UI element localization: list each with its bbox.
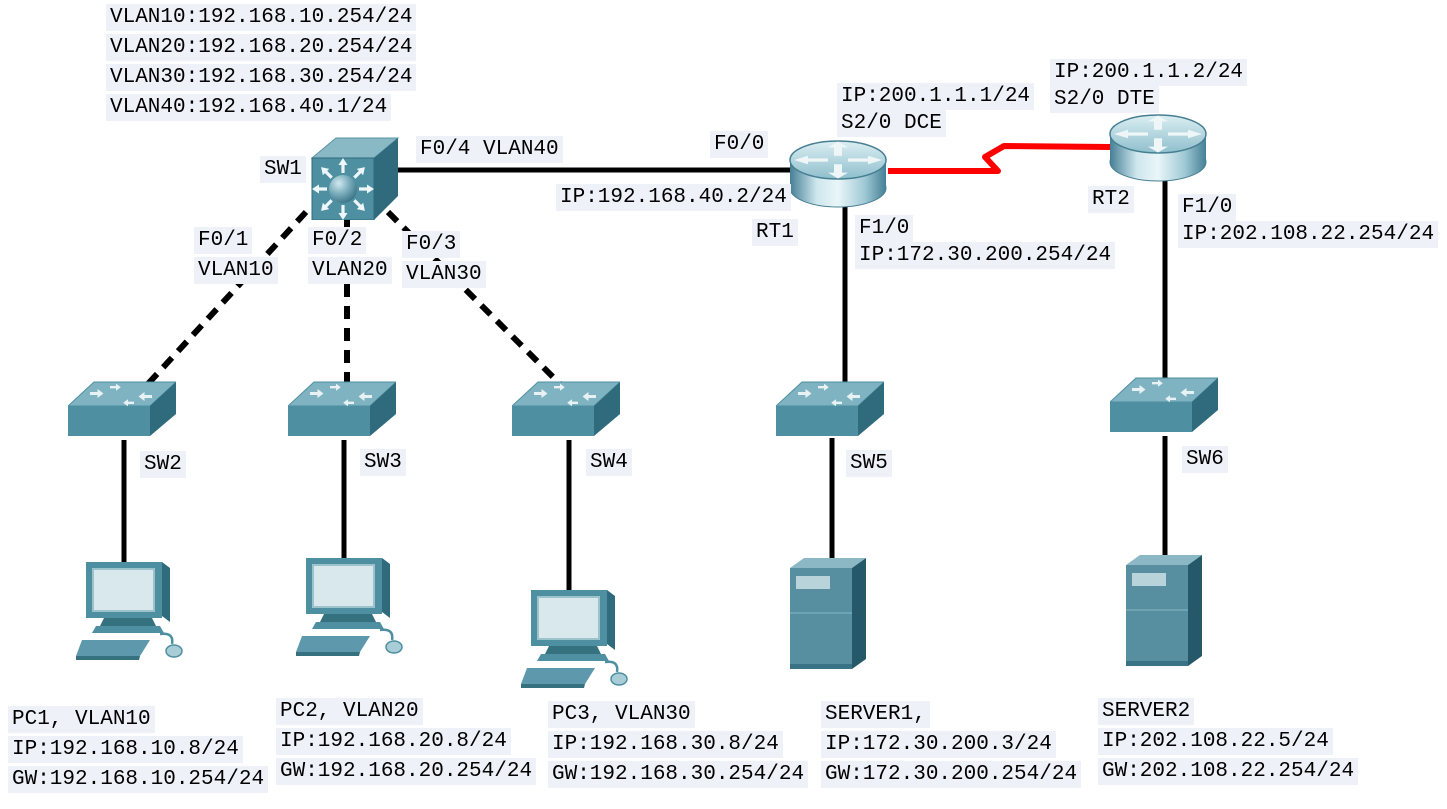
annotation-line: VLAN30 [402,261,486,288]
label-rt2-f10-ip: IP:202.108.22.254/24 [1178,221,1439,248]
annotation-line: F0/3 [402,231,461,258]
multilayer-switch-icon [310,137,400,221]
annotation-line: VLAN10 [194,257,278,284]
host-label-line: GW:192.168.30.254/24 [548,761,809,788]
host-label-server2: SERVER2 IP:202.108.22.5/24 GW:202.108.22… [1098,698,1359,788]
pc-icon [521,590,628,688]
host-label-pc3: PC3, VLAN30 IP:192.168.30.8/24 GW:192.16… [548,701,809,791]
label-sw1-f03: F0/3 VLAN30 [402,231,486,291]
host-label-line: GW:172.30.200.254/24 [821,761,1082,788]
label-sw1-f02: F0/2 VLAN20 [308,227,392,287]
annotation-line: VLAN20 [308,257,392,284]
link-sw1-sw2[interactable] [143,209,309,389]
device-pc1[interactable] [76,560,191,665]
label-rt2-f10: F1/0 [1178,194,1237,221]
host-label-line: PC2, VLAN20 [276,698,423,725]
host-label-pc1: PC1, VLAN10 IP:192.168.10.8/24 GW:192.16… [8,706,269,796]
host-label-line: IP:202.108.22.5/24 [1098,728,1333,755]
device-sw5[interactable] [774,378,886,442]
label-rt2-serial-ip: IP:200.1.1.2/24 [1050,59,1248,86]
device-pc2[interactable] [296,556,411,661]
label-rt1-f00: F0/0 [710,131,769,158]
annotation-line: F0/2 [308,227,367,254]
pc-icon [296,558,403,656]
vlan-gateway-annotation: VLAN10:192.168.10.254/24 VLAN20:192.168.… [106,4,417,124]
server-icon [1126,555,1202,666]
host-label-line: PC3, VLAN30 [548,701,695,728]
label-sw1-f01: F0/1 VLAN10 [194,227,278,287]
pc-icon [76,562,183,660]
switch-icon [66,381,178,436]
link-sw1-sw4[interactable] [385,209,565,389]
label-rt1-f00-ip: IP:192.168.40.2/24 [556,184,791,211]
host-label-line: SERVER2 [1098,698,1195,725]
host-label-line: IP:172.30.200.3/24 [821,731,1056,758]
annotation-line: VLAN10:192.168.10.254/24 [106,4,417,31]
annotation-line: VLAN20:192.168.20.254/24 [106,34,417,61]
server-icon [790,558,866,669]
device-sw2[interactable] [66,378,178,442]
label-rt1-f10: F1/0 [855,215,914,242]
device-label-rt2: RT2 [1088,186,1134,213]
label-rt1-serial: S2/0 DCE [837,110,946,137]
label-rt1-serial-ip: IP:200.1.1.1/24 [837,83,1035,110]
host-label-line: IP:192.168.10.8/24 [8,736,243,763]
device-sw6[interactable] [1108,374,1220,438]
label-trunk-port: F0/4 VLAN40 [416,136,563,163]
host-label-line: PC1, VLAN10 [8,706,155,733]
switch-icon [774,381,886,436]
switch-icon [1108,377,1220,432]
device-server2[interactable] [1122,553,1206,671]
switch-icon [286,381,398,436]
device-label-sw2: SW2 [140,451,186,478]
device-label-sw4: SW4 [586,449,632,476]
annotation-line: VLAN40:192.168.40.1/24 [106,94,392,121]
annotation-line: VLAN30:192.168.30.254/24 [106,64,417,91]
device-sw3[interactable] [286,378,398,442]
device-label-rt1: RT1 [752,219,798,246]
device-label-sw3: SW3 [360,449,406,476]
router-icon [789,140,887,208]
device-label-sw5: SW5 [846,450,892,477]
device-label-sw6: SW6 [1182,446,1228,473]
host-label-server1: SERVER1, IP:172.30.200.3/24 GW:172.30.20… [821,701,1082,791]
host-label-line: SERVER1, [821,701,930,728]
host-label-line: GW:192.168.10.254/24 [8,766,269,793]
label-rt1-f10-ip: IP:172.30.200.254/24 [855,242,1116,269]
device-sw1[interactable] [310,136,400,221]
host-label-line: GW:192.168.20.254/24 [276,758,537,785]
switch-icon [510,381,622,436]
device-label-sw1: SW1 [260,156,306,183]
device-pc3[interactable] [521,588,636,693]
device-sw4[interactable] [510,378,622,442]
device-rt1[interactable] [788,138,888,210]
host-label-line: IP:192.168.30.8/24 [548,731,783,758]
device-server1[interactable] [786,556,870,674]
annotation-line: F0/1 [194,227,253,254]
host-label-line: GW:202.108.22.254/24 [1098,758,1359,785]
router-icon [1109,114,1207,182]
device-rt2[interactable] [1108,112,1208,184]
link-rt1-rt2-serial[interactable] [888,143,1111,174]
host-label-line: IP:192.168.20.8/24 [276,728,511,755]
label-rt2-serial: S2/0 DTE [1050,86,1159,113]
host-label-pc2: PC2, VLAN20 IP:192.168.20.8/24 GW:192.16… [276,698,537,788]
